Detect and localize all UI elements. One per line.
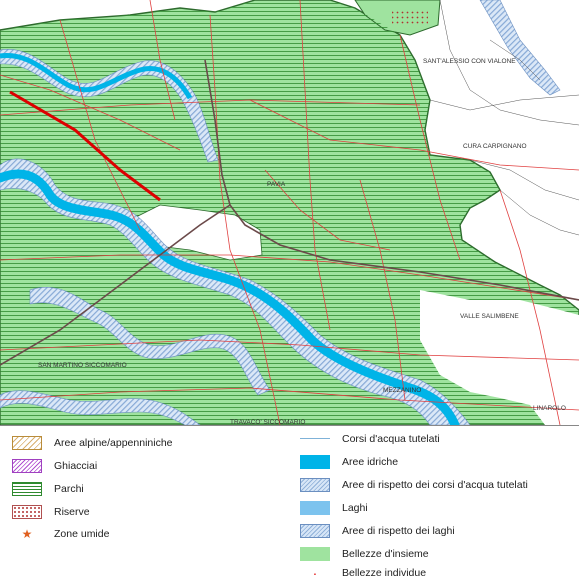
- label-cura-carpignano: CURA CARPIGNANO: [463, 143, 527, 150]
- legend-label: Aree alpine/appenniniche: [54, 437, 173, 449]
- label-mezzanino: MEZZANINO: [383, 387, 421, 394]
- legend-label: Aree di rispetto dei corsi d'acqua tutel…: [342, 479, 528, 491]
- legend-label: Riserve: [54, 506, 90, 518]
- legend-label: Zone umide: [54, 528, 110, 540]
- corsi-line-icon: [300, 432, 330, 446]
- star-icon: ★: [21, 527, 33, 541]
- rail-lines: [0, 59, 579, 366]
- rispetto-corsi-ticino: [0, 158, 471, 425]
- legend-label: Corsi d'acqua tutelati: [342, 433, 440, 445]
- legend-label: Bellezze d'insieme: [342, 548, 429, 560]
- aree-idriche-river: [0, 169, 460, 425]
- legend-rispetto-laghi: Aree di rispetto dei laghi: [300, 524, 455, 538]
- rispetto-corsi-east: [479, 0, 561, 96]
- legend-bellezze-individue: · Bellezze individue: [300, 565, 427, 581]
- rispetto-corsi-swatch-icon: [300, 478, 330, 492]
- legend-alpine: Aree alpine/appenniniche: [12, 436, 173, 450]
- riserve-swatch-icon: [12, 505, 42, 519]
- alpine-swatch-icon: [12, 436, 42, 450]
- legend-zone-umide: ★ Zone umide: [12, 527, 110, 541]
- legend-ghiacciai: Ghiacciai: [12, 459, 97, 473]
- legend-laghi: Laghi: [300, 501, 368, 515]
- parchi-swatch-icon: [12, 482, 42, 496]
- legend-aree-idriche: Aree idriche: [300, 455, 398, 469]
- riserve-patch: [392, 10, 428, 24]
- label-valle-salimbene: VALLE SALIMBENE: [460, 313, 519, 320]
- insieme-swatch-icon: [300, 547, 330, 561]
- label-san-martino: SAN MARTINO SICCOMARIO: [38, 362, 127, 369]
- place-labels: SANT'ALESSIO CON VIALONE CURA CARPIGNANO…: [38, 58, 566, 426]
- legend-label: Laghi: [342, 502, 368, 514]
- municipal-boundaries: [429, 0, 579, 236]
- legend-label: Ghiacciai: [54, 460, 98, 472]
- rispetto-corsi-south2: [0, 390, 201, 425]
- legend-bellezze-insieme: Bellezze d'insieme: [300, 547, 429, 561]
- legend-parchi: Parchi: [12, 482, 84, 496]
- ghiacciai-swatch-icon: [12, 459, 42, 473]
- label-linarolo: LINAROLO: [533, 405, 566, 412]
- legend-label: Aree di rispetto dei laghi: [342, 525, 455, 537]
- legend-riserve: Riserve: [12, 505, 90, 519]
- red-dot-icon: ·: [312, 565, 318, 581]
- label-travaco: TRAVACO' SICCOMARIO: [230, 419, 305, 426]
- legend-rispetto-corsi: Aree di rispetto dei corsi d'acqua tutel…: [300, 478, 528, 492]
- map-legend: Aree alpine/appenniniche Ghiacciai Parch…: [0, 428, 579, 581]
- legend-label: Parchi: [54, 483, 84, 495]
- legend-label: Aree idriche: [342, 456, 399, 468]
- label-pavia: PAVIA: [267, 181, 286, 188]
- road-network: [0, 0, 579, 425]
- aree-idriche-north: [0, 53, 193, 100]
- rispetto-laghi-swatch-icon: [300, 524, 330, 538]
- idriche-swatch-icon: [300, 455, 330, 469]
- laghi-swatch-icon: [300, 501, 330, 515]
- legend-label: Bellezze individue: [342, 567, 427, 579]
- legend-corsi: Corsi d'acqua tutelati: [300, 432, 440, 446]
- red-boundary-line: [9, 90, 161, 202]
- label-sant-alessio: SANT'ALESSIO CON VIALONE: [423, 58, 516, 65]
- map-canvas: SANT'ALESSIO CON VIALONE CURA CARPIGNANO…: [0, 0, 579, 426]
